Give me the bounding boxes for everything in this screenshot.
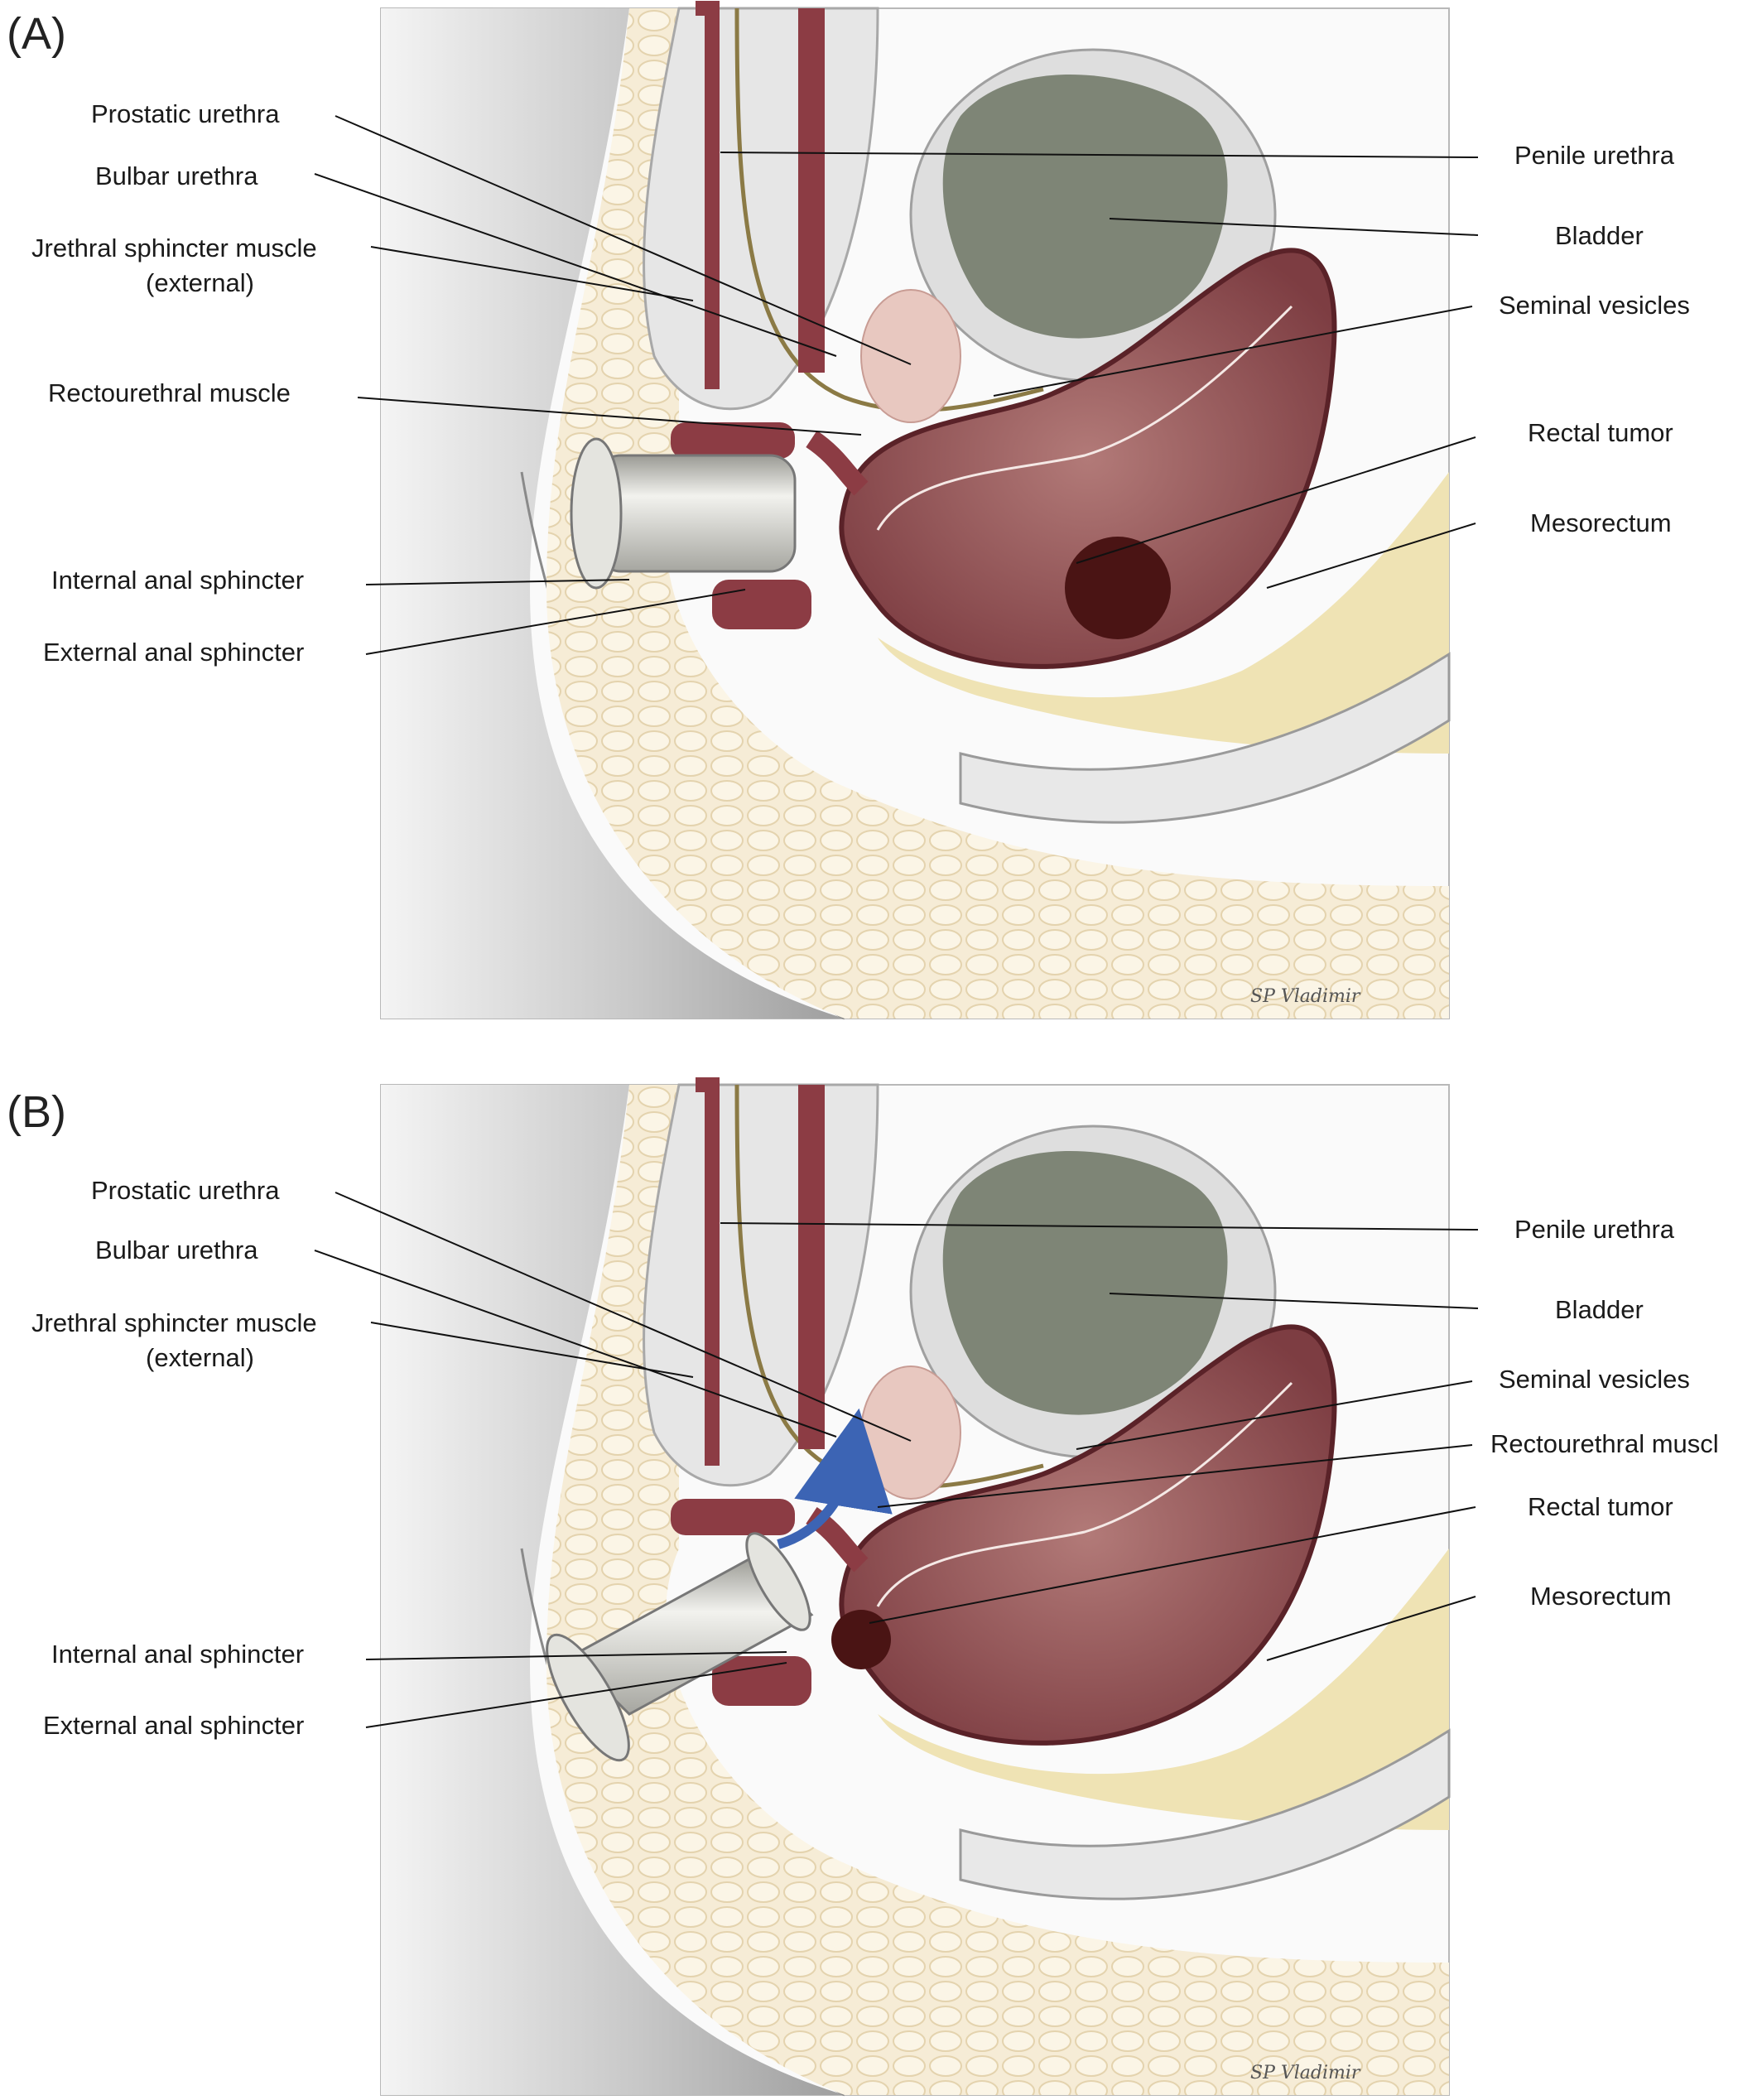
panel-a-label-penile-urethra: Penile urethra	[1514, 141, 1675, 170]
panel-a-leader-lines	[314, 115, 1479, 655]
panel-b-label-internal-anal-sphincter: Internal anal sphincter	[51, 1640, 305, 1669]
panel-b-label-urethral-sphincter-sub: (external)	[146, 1343, 254, 1372]
panel-a-letter: (A)	[7, 9, 66, 59]
panel-b-label-external-anal-sphincter: External anal sphincter	[43, 1711, 305, 1740]
panel-b-label-seminal-vesicles: Seminal vesicles	[1499, 1365, 1690, 1394]
panel-b-label-bulbar-urethra: Bulbar urethra	[95, 1235, 258, 1264]
panel-a-label-external-anal-sphincter: External anal sphincter	[43, 638, 305, 667]
panel-b-anoscope-icon	[546, 1532, 814, 1762]
panel-b-label-mesorectum: Mesorectum	[1530, 1582, 1672, 1611]
panel-a-label-internal-anal-sphincter: Internal anal sphincter	[51, 566, 305, 595]
panel-a-label-urethral-sphincter-sub: (external)	[146, 268, 254, 297]
panel-b-art	[381, 1085, 1449, 2095]
panel-b-tumor	[831, 1610, 891, 1669]
panel-a-art	[381, 8, 1449, 1019]
panel-a-label-prostatic-urethra: Prostatic urethra	[91, 99, 280, 128]
panel-b-label-rectal-tumor: Rectal tumor	[1528, 1492, 1673, 1521]
curved-arrow-icon	[777, 1408, 893, 1549]
panel-a-label-bladder: Bladder	[1555, 221, 1644, 250]
panel-b-label-rectourethral-muscle: Rectourethral muscl	[1490, 1429, 1719, 1458]
panel-b-label-prostatic-urethra: Prostatic urethra	[91, 1176, 280, 1205]
panel-a-label-bulbar-urethra: Bulbar urethra	[95, 161, 258, 190]
panel-a-tumor	[1065, 537, 1171, 639]
panel-a-label-seminal-vesicles: Seminal vesicles	[1499, 291, 1690, 320]
panel-b-label-urethral-sphincter: Jrethral sphincter muscle	[31, 1308, 317, 1337]
panel-b-letter: (B)	[7, 1087, 66, 1137]
panel-b-label-penile-urethra: Penile urethra	[1514, 1215, 1675, 1244]
panel-b-label-bladder: Bladder	[1555, 1295, 1644, 1324]
panel-a-anoscope-icon	[570, 437, 797, 590]
panel-a-label-rectal-tumor: Rectal tumor	[1528, 418, 1673, 447]
panel-a-label-urethral-sphincter: Jrethral sphincter muscle	[31, 234, 317, 262]
panel-a-label-mesorectum: Mesorectum	[1530, 508, 1672, 537]
panel-a-label-rectourethral-muscle: Rectourethral muscle	[48, 378, 291, 407]
panel-b-leader-lines	[314, 1192, 1479, 1728]
